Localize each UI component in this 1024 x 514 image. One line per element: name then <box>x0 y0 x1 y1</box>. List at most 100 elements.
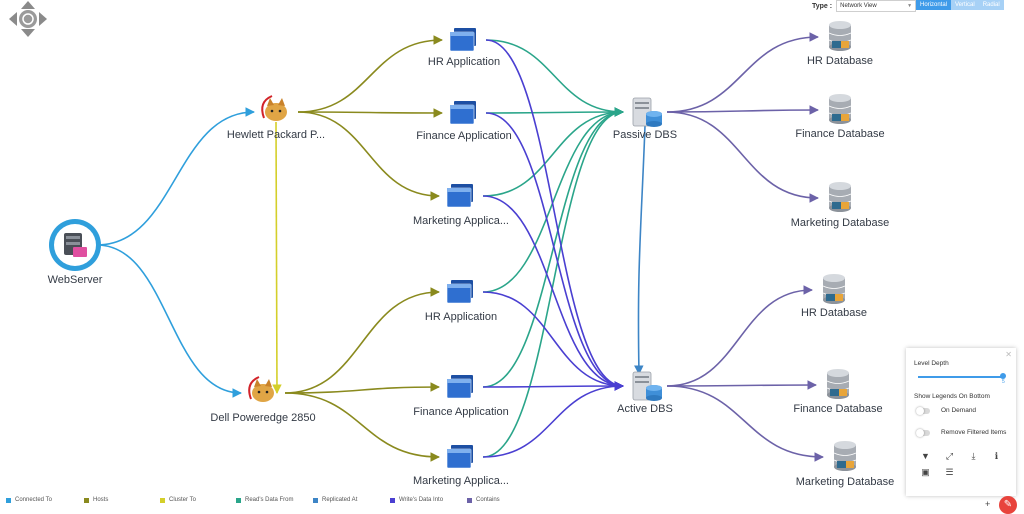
download-icon[interactable]: ⤓ <box>971 451 976 461</box>
add-icon[interactable]: + <box>985 499 991 509</box>
pan-navigation-control[interactable] <box>7 0 49 38</box>
node-mktdb1[interactable]: Marketing Database <box>791 182 889 229</box>
edge-reads <box>485 39 624 117</box>
node-label: Finance Application <box>413 406 508 418</box>
node-mkt2[interactable]: Marketing Applica... <box>413 445 509 487</box>
edge-replicated <box>634 125 646 375</box>
node-label: HR Database <box>807 55 873 67</box>
application-icon <box>446 375 473 399</box>
node-fin2[interactable]: Finance Application <box>413 375 509 418</box>
db-server-icon <box>632 371 662 401</box>
node-findb2[interactable]: Finance Database <box>793 369 883 415</box>
pan-arrows-icon <box>9 1 47 37</box>
node-label: Passive DBS <box>613 129 677 141</box>
tomcat-icon <box>261 95 287 121</box>
level-depth-value: 5 <box>1002 379 1005 385</box>
legend-swatch <box>84 497 89 503</box>
legend-item-contains[interactable]: Contains <box>467 497 500 503</box>
legend-label: Write's Data Into <box>399 497 444 503</box>
edge-hosts <box>284 287 440 394</box>
remove-filtered-toggle[interactable] <box>916 429 930 437</box>
edge-writes <box>482 195 624 391</box>
filter-icon[interactable]: ▼ <box>921 451 930 461</box>
node-hrdb2[interactable]: HR Database <box>801 274 867 319</box>
node-label: WebServer <box>48 274 103 286</box>
edge-contains <box>666 380 817 390</box>
edge-writes <box>485 39 624 391</box>
edge-reads <box>482 107 624 388</box>
edge-writes <box>482 381 624 391</box>
node-webserver[interactable]: WebServer <box>48 219 103 286</box>
node-hr1[interactable]: HR Application <box>428 28 500 68</box>
legend-label: Cluster To <box>169 497 196 503</box>
close-icon[interactable]: ✕ <box>1005 350 1012 359</box>
pencil-icon: ✎ <box>1003 499 1013 510</box>
save-icon[interactable]: ▣ <box>921 467 930 477</box>
legend-swatch <box>313 497 318 503</box>
edge-hosts <box>284 392 440 462</box>
expand-icon[interactable]: ⤢ <box>945 451 954 461</box>
node-mktdb2[interactable]: Marketing Database <box>796 441 894 488</box>
settings-panel: ✕ Level Depth 5 Show Legends On Bottom O… <box>906 348 1016 496</box>
application-icon <box>446 184 473 208</box>
on-demand-toggle[interactable] <box>916 407 930 415</box>
view-type-selector: Type : Network View ▼ <box>812 0 917 12</box>
level-depth-slider[interactable] <box>918 376 1002 378</box>
application-icon <box>449 101 476 125</box>
level-depth-slider-thumb[interactable] <box>1000 373 1006 379</box>
show-legends-label: Show Legends On Bottom <box>914 393 990 400</box>
node-passive[interactable]: Passive DBS <box>613 97 677 141</box>
edge-writes <box>485 112 624 391</box>
legend-swatch <box>390 497 395 503</box>
level-depth-label: Level Depth <box>914 360 949 367</box>
edge-contains <box>666 111 819 203</box>
edge-reads <box>485 107 624 117</box>
chevron-down-icon: ▼ <box>907 3 913 9</box>
node-label: HR Application <box>425 311 497 323</box>
node-label: Marketing Applica... <box>413 215 509 227</box>
mysql-database-icon <box>833 441 857 471</box>
edge-cluster <box>272 121 282 394</box>
node-hrdb1[interactable]: HR Database <box>807 21 873 67</box>
info-icon[interactable]: ℹ <box>994 451 999 461</box>
node-label: Marketing Database <box>791 217 889 229</box>
legend-item-connected[interactable]: Connected To <box>6 497 52 503</box>
legend-item-cluster[interactable]: Cluster To <box>160 497 196 503</box>
mysql-database-icon <box>828 182 852 212</box>
list-icon[interactable]: ☰ <box>945 467 954 477</box>
node-label: Finance Application <box>416 130 511 142</box>
type-dropdown[interactable]: Network View ▼ <box>836 0 917 12</box>
node-label: Marketing Applica... <box>413 475 509 487</box>
type-label: Type : <box>812 2 833 10</box>
node-label: HR Application <box>428 56 500 68</box>
legend-item-hosts[interactable]: Hosts <box>84 497 108 503</box>
edit-fab-button[interactable]: ✎ <box>999 496 1017 514</box>
layout-vertical-button[interactable]: Vertical <box>951 0 979 10</box>
node-fin1[interactable]: Finance Application <box>416 101 512 142</box>
legend-item-replicated[interactable]: Replicated At <box>313 497 357 503</box>
node-mkt1[interactable]: Marketing Applica... <box>413 184 509 227</box>
node-label: HR Database <box>801 307 867 319</box>
node-dell[interactable]: Dell Poweredge 2850 <box>210 376 316 424</box>
mysql-database-icon <box>822 274 846 304</box>
legend-item-writes[interactable]: Write's Data Into <box>390 497 443 503</box>
legend-swatch <box>160 497 165 503</box>
tomcat-icon <box>248 376 274 402</box>
edge-contains <box>666 285 813 387</box>
edge-contains <box>666 105 819 115</box>
node-hp[interactable]: Hewlett Packard P... <box>227 95 325 141</box>
layout-radial-button[interactable]: Radial <box>978 0 1004 10</box>
legend-item-reads[interactable]: Read's Data From <box>236 497 294 503</box>
remove-filtered-label: Remove Filtered Items <box>941 429 1007 436</box>
mysql-database-icon <box>828 94 852 124</box>
type-dropdown-value: Network View <box>840 3 877 9</box>
node-findb1[interactable]: Finance Database <box>795 94 885 140</box>
on-demand-label: On Demand <box>941 407 977 414</box>
layout-toggle-group: Horizontal Vertical Radial <box>916 0 1004 10</box>
node-hr2[interactable]: HR Application <box>425 280 497 323</box>
layout-horizontal-button[interactable]: Horizontal <box>916 0 952 10</box>
legend-swatch <box>467 497 472 503</box>
edge-reads <box>482 107 624 458</box>
node-active[interactable]: Active DBS <box>617 371 673 415</box>
